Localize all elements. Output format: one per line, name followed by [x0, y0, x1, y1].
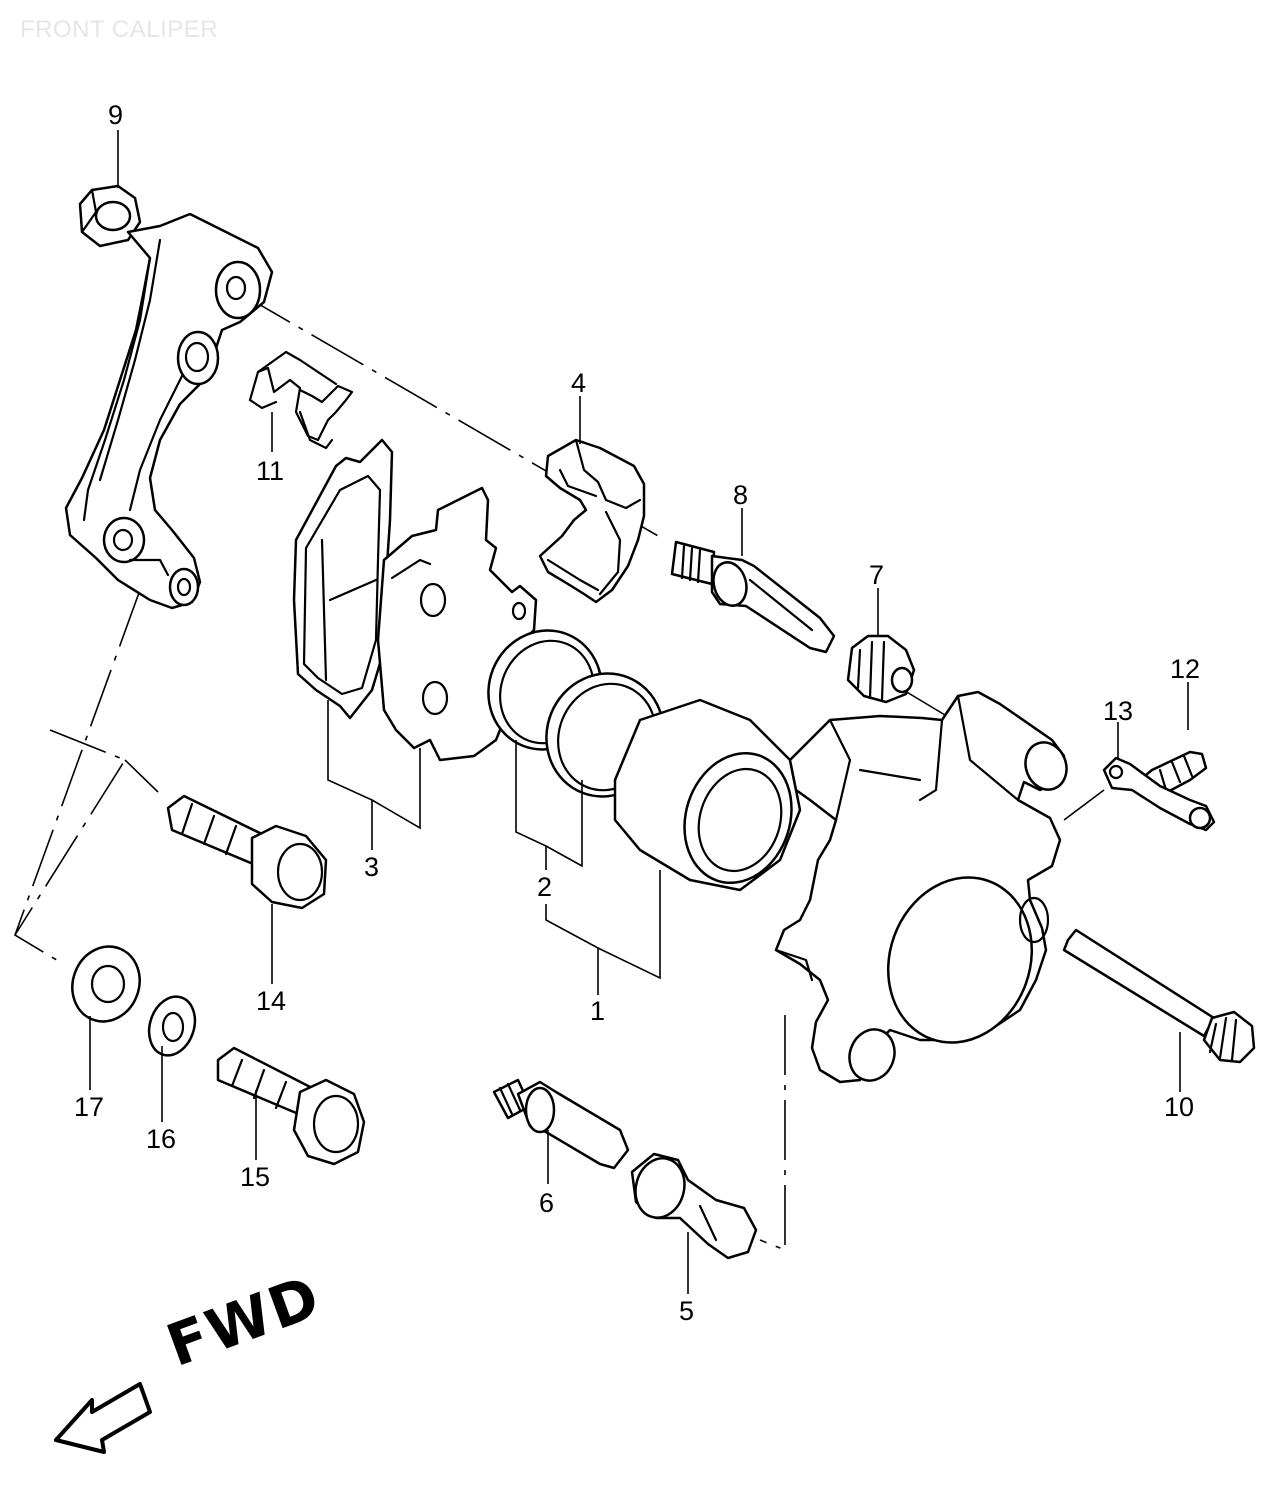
- callout-3: 3: [364, 852, 379, 882]
- caliper-bolt-10: [1062, 928, 1256, 1064]
- callout-13: 13: [1103, 696, 1133, 726]
- callout-2: 2: [537, 872, 552, 902]
- callout-12: 12: [1170, 654, 1200, 684]
- slide-pin-8: [670, 540, 836, 654]
- pin-boot-7: [846, 634, 916, 704]
- callout-16: 16: [146, 1124, 176, 1154]
- callout-1: 1: [590, 996, 605, 1026]
- caliper-piston-1: [613, 698, 802, 892]
- callout-10: 10: [1164, 1092, 1194, 1122]
- washer-17: [71, 945, 141, 1023]
- lock-washer-16: [147, 995, 197, 1057]
- callout-14: 14: [256, 986, 286, 1016]
- bleeder-valve-6: [492, 1078, 630, 1170]
- mounting-bolt-14: [166, 794, 328, 910]
- diagram-title: FRONT CALIPER: [20, 16, 219, 43]
- callout-17: 17: [74, 1092, 104, 1122]
- pad-retainer-4: [538, 438, 646, 604]
- slide-pin-5: [630, 1152, 758, 1260]
- hose-clamp-13: [1102, 756, 1216, 832]
- callout-11: 11: [256, 456, 284, 486]
- callout-7: 7: [869, 560, 884, 590]
- callout-15: 15: [240, 1162, 270, 1192]
- pad-spring-11: [248, 350, 354, 450]
- caliper-bracket: [64, 212, 274, 610]
- callout-labels: 9 11 4 8 7 12 13 3 2 1 14 10 17 16 15 6 …: [74, 100, 1200, 1326]
- forward-arrow-icon: [54, 1382, 152, 1454]
- callout-4: 4: [571, 368, 586, 398]
- callout-5: 5: [679, 1296, 694, 1326]
- caliper-body: [774, 690, 1068, 1084]
- leader-lines: [89, 130, 1189, 1294]
- callout-6: 6: [539, 1188, 554, 1218]
- callout-9: 9: [108, 100, 123, 130]
- callout-8: 8: [733, 480, 748, 510]
- flange-nut-9: [78, 184, 142, 248]
- mounting-bolt-15: [216, 1046, 366, 1166]
